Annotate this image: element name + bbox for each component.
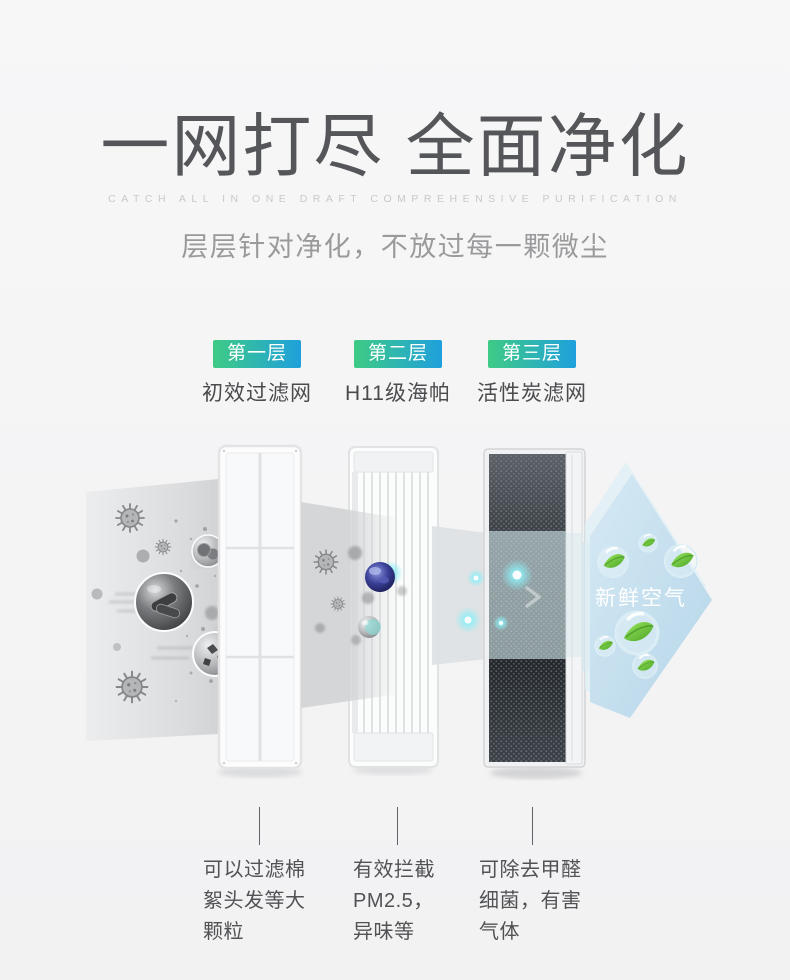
layer-column-3: 第三层 活性炭滤网	[477, 340, 587, 407]
annotation-line: 可以过滤棉	[203, 859, 306, 881]
glow-dots	[455, 559, 533, 633]
airflow-band	[432, 526, 487, 665]
leaf-bubble-icon	[632, 653, 658, 679]
leaf-bubble-icon	[614, 610, 660, 656]
dust-particle	[205, 606, 219, 620]
bacteria-sphere-icon	[134, 572, 194, 632]
layer-badge-3: 第三层	[487, 340, 576, 368]
annotation-line: 颗粒	[203, 921, 244, 943]
annotation-text-1: 可以过滤棉 絮头发等大 颗粒	[203, 855, 329, 948]
airflow-band	[350, 510, 398, 701]
primary-filter-panel	[217, 444, 303, 778]
layer-name-2: H11级海帕	[345, 382, 451, 405]
annotation-tick-1	[259, 807, 260, 845]
germ-sphere-icon	[358, 616, 381, 638]
airflow-band	[489, 531, 566, 659]
annotation-line: 絮头发等大	[203, 890, 306, 912]
annotation-line: 气体	[479, 921, 520, 943]
subtitle-en: CATCH ALL IN ONE DRAFT COMPREHENSIVE PUR…	[108, 193, 682, 205]
annotation-line: PM2.5，	[353, 890, 434, 912]
annotation-text-2: 有效拦截 PM2.5， 异味等	[353, 855, 479, 948]
layer-name-1: 初效过滤网	[202, 382, 312, 405]
layer-column-2: 第二层 H11级海帕	[345, 340, 451, 407]
annotation-line: 异味等	[353, 921, 415, 943]
germ-cluster-sphere-icon	[191, 534, 225, 568]
dust-particle	[136, 549, 150, 563]
airflow-band	[301, 502, 350, 708]
layer-name-3: 活性炭滤网	[477, 382, 587, 405]
layer-badge-2: 第二层	[353, 340, 442, 368]
blurred-particles	[315, 546, 407, 645]
chevron-right-icon	[525, 586, 541, 608]
dust-particle	[91, 588, 103, 600]
layer-column-1: 第一层 初效过滤网	[202, 340, 312, 407]
annotation-line: 有效拦截	[353, 859, 435, 881]
carbon-filter-panel	[483, 448, 586, 779]
airflow-band	[566, 533, 582, 657]
leaf-bubble-icon	[596, 545, 630, 579]
annotation-line: 细菌，有害	[479, 890, 582, 912]
annotation-tick-3	[532, 807, 533, 845]
annotation-line: 可除去甲醛	[479, 859, 582, 881]
leaf-bubble-icon	[638, 533, 658, 553]
annotation-tick-2	[397, 807, 398, 845]
germ-sphere-icon	[365, 562, 395, 592]
fresh-air-label: 新鲜空气	[595, 587, 687, 610]
subtitle-zh: 层层针对净化，不放过每一颗微尘	[181, 232, 609, 262]
filter-diagram: 新鲜空气	[86, 444, 712, 779]
dust-particle	[113, 643, 121, 651]
layer-badge-1: 第一层	[212, 340, 301, 368]
leaf-bubble-icon	[663, 543, 699, 579]
leaf-bubble-icon	[594, 635, 616, 657]
annotation-text-3: 可除去甲醛 细菌，有害 气体	[479, 855, 605, 948]
page-title: 一网打尽 全面净化	[100, 108, 690, 185]
